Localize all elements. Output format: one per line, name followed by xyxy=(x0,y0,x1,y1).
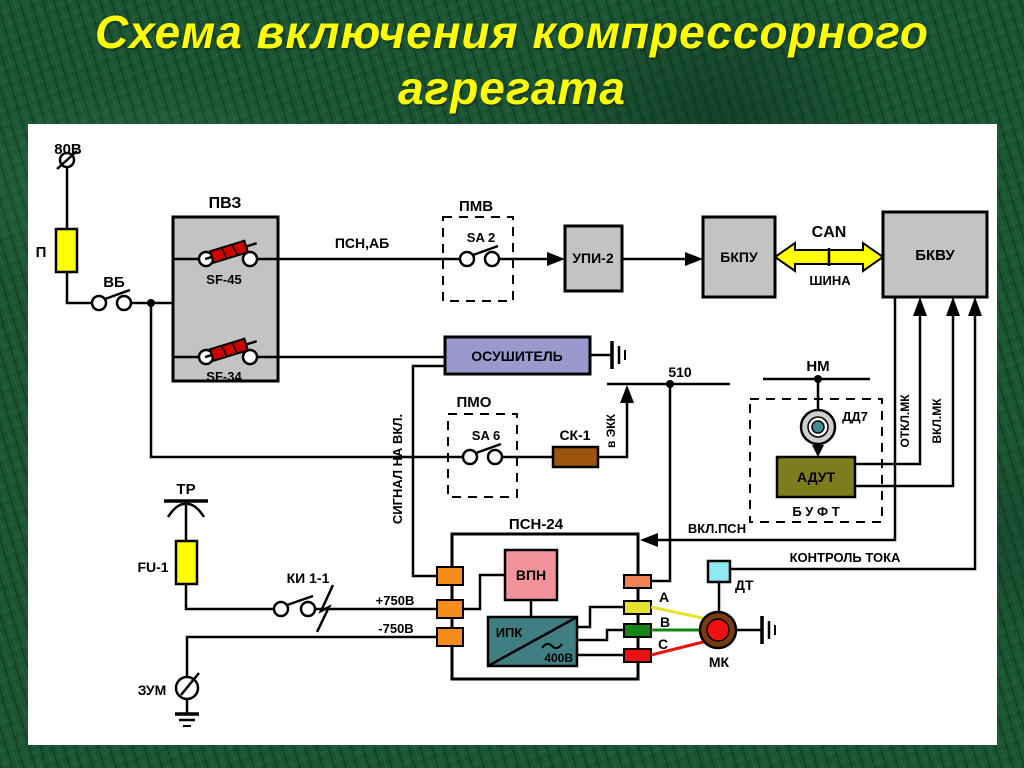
arrow-into-upi2 xyxy=(547,252,565,266)
diagram-labels: 80В П ВБ ПВЗ SF-45 SF-34 ПСН,АБ ПМВ SA 2… xyxy=(36,141,956,698)
arrowheads xyxy=(547,252,982,547)
phase-wires xyxy=(650,605,708,657)
label-plus750: +750В xyxy=(376,593,415,608)
label-510: 510 xyxy=(668,364,692,380)
label-pmv: ПМВ xyxy=(459,198,493,215)
label-osushitel: ОСУШИТЕЛЬ xyxy=(471,348,562,364)
arrow-kontrol-toka-up xyxy=(968,297,982,316)
arrow-into-bkpu xyxy=(685,252,703,266)
label-can: CAN xyxy=(812,224,847,241)
arrow-otkl-mk-up xyxy=(913,297,927,316)
label-400v: 400В xyxy=(544,651,573,665)
label-dt: ДТ xyxy=(735,577,754,593)
label-bkvu: БКВУ xyxy=(915,247,955,264)
label-80v: 80В xyxy=(54,141,82,158)
slide-title-line1: Схема включения компрессорного xyxy=(94,6,930,58)
vpn-box xyxy=(503,548,559,602)
pmo-dashed-box xyxy=(447,413,518,498)
sk1-box xyxy=(551,445,600,469)
label-buft: Б У Ф Т xyxy=(792,504,839,519)
buft-dashed-box xyxy=(749,398,883,523)
lightning-bolt-icon xyxy=(315,584,335,633)
switch-vb-icon xyxy=(90,288,133,312)
label-ipk: ИПК xyxy=(496,625,523,640)
switch-ki11-icon xyxy=(272,584,335,633)
label-mk: МК xyxy=(709,654,730,670)
label-phase-b: В xyxy=(660,614,670,630)
label-v-ekk: в ЭКК xyxy=(604,413,618,448)
circuit-diagram: 80В П ВБ ПВЗ SF-45 SF-34 ПСН,АБ ПМВ SA 2… xyxy=(36,141,989,727)
diagram-panel: 80В П ВБ ПВЗ SF-45 SF-34 ПСН,АБ ПМВ SA 2… xyxy=(28,124,997,745)
psn24-connectors xyxy=(436,566,652,663)
label-dd7: ДД7 xyxy=(842,409,868,424)
label-kontrol-toka: КОНТРОЛЬ ТОКА xyxy=(790,550,901,565)
label-ki11: КИ 1-1 xyxy=(287,570,330,586)
label-fu1: FU-1 xyxy=(137,559,168,575)
breaker-sf34-icon xyxy=(197,337,259,366)
label-sf34: SF-34 xyxy=(206,369,242,384)
connector-phase-a xyxy=(623,600,652,615)
fuse-p-icon xyxy=(54,227,79,274)
label-sa6: SA 6 xyxy=(472,428,500,443)
breaker-sf45-icon xyxy=(197,239,259,268)
label-shina: ШИНА xyxy=(809,273,851,288)
arrow-v-ekk-up xyxy=(620,385,634,403)
label-vkl-mk: ВКЛ.МК xyxy=(930,398,944,444)
label-vb: ВБ xyxy=(103,274,125,291)
label-vkl-psn: ВКЛ.ПСН xyxy=(688,521,746,536)
ipk-inverter-box xyxy=(486,615,579,668)
ground-symbol-osushitel xyxy=(610,341,626,369)
supply-terminal-icon xyxy=(56,150,78,170)
connector-phase-c xyxy=(623,648,652,663)
switch-sa6-icon xyxy=(461,442,504,466)
label-otkl-mk: ОТКЛ.МК xyxy=(898,394,912,448)
pantograph-icon xyxy=(164,499,208,518)
mk-motor-icon xyxy=(698,610,738,650)
label-sk1: СК-1 xyxy=(559,427,590,443)
upi2-box xyxy=(563,224,624,293)
ground-symbol-zum xyxy=(175,712,199,727)
dt-sensor-box xyxy=(706,559,732,584)
slide-title-line2: агрегата xyxy=(398,62,626,114)
label-adut: АДУТ xyxy=(797,469,835,485)
label-upi2: УПИ-2 xyxy=(572,250,613,266)
ac-tilde-icon xyxy=(541,642,563,650)
label-signal-na-vkl: СИГНАЛ НА ВКЛ. xyxy=(390,414,405,524)
slide-title: Схема включения компрессорного агрегата xyxy=(0,4,1024,116)
zum-icon xyxy=(174,672,200,701)
label-phase-a: А xyxy=(659,589,669,605)
label-psn-ab: ПСН,АБ xyxy=(335,235,389,251)
ground-symbol-mk xyxy=(760,616,776,644)
adut-box xyxy=(775,455,857,499)
label-tr: ТР xyxy=(176,481,195,498)
junction-dots xyxy=(147,299,822,388)
switch-sa2-icon xyxy=(458,244,501,268)
label-pvz: ПВЗ xyxy=(209,195,242,212)
dd7-sensor-icon xyxy=(799,408,837,446)
connector-minus750 xyxy=(436,627,464,647)
label-bkpu: БКПУ xyxy=(720,249,758,265)
connector-plus750 xyxy=(436,599,464,619)
label-phase-c: С xyxy=(658,636,668,652)
label-sa2: SA 2 xyxy=(467,230,495,245)
label-sf45: SF-45 xyxy=(206,272,241,287)
pmv-dashed-box xyxy=(442,216,514,302)
label-nm: НМ xyxy=(806,358,829,375)
label-vpn: ВПН xyxy=(516,567,546,583)
fuse-fu1-icon xyxy=(174,539,199,586)
label-fuse-p: П xyxy=(36,244,47,261)
label-psn24: ПСН-24 xyxy=(509,516,564,533)
connector-phase-b xyxy=(623,623,652,638)
arrow-dd7-to-adut xyxy=(812,445,824,457)
label-minus750: -750В xyxy=(378,621,413,636)
can-bus-arrow-icon xyxy=(773,241,885,273)
label-pmo: ПМО xyxy=(457,394,492,411)
bkvu-box xyxy=(881,210,989,299)
osushitel-box xyxy=(443,335,592,376)
arrow-vkl-psn-left xyxy=(640,533,658,547)
connector-signal xyxy=(436,566,464,586)
arrow-vkl-mk-up xyxy=(946,297,960,316)
connector-510 xyxy=(623,574,652,589)
label-zum: ЗУМ xyxy=(138,682,167,698)
